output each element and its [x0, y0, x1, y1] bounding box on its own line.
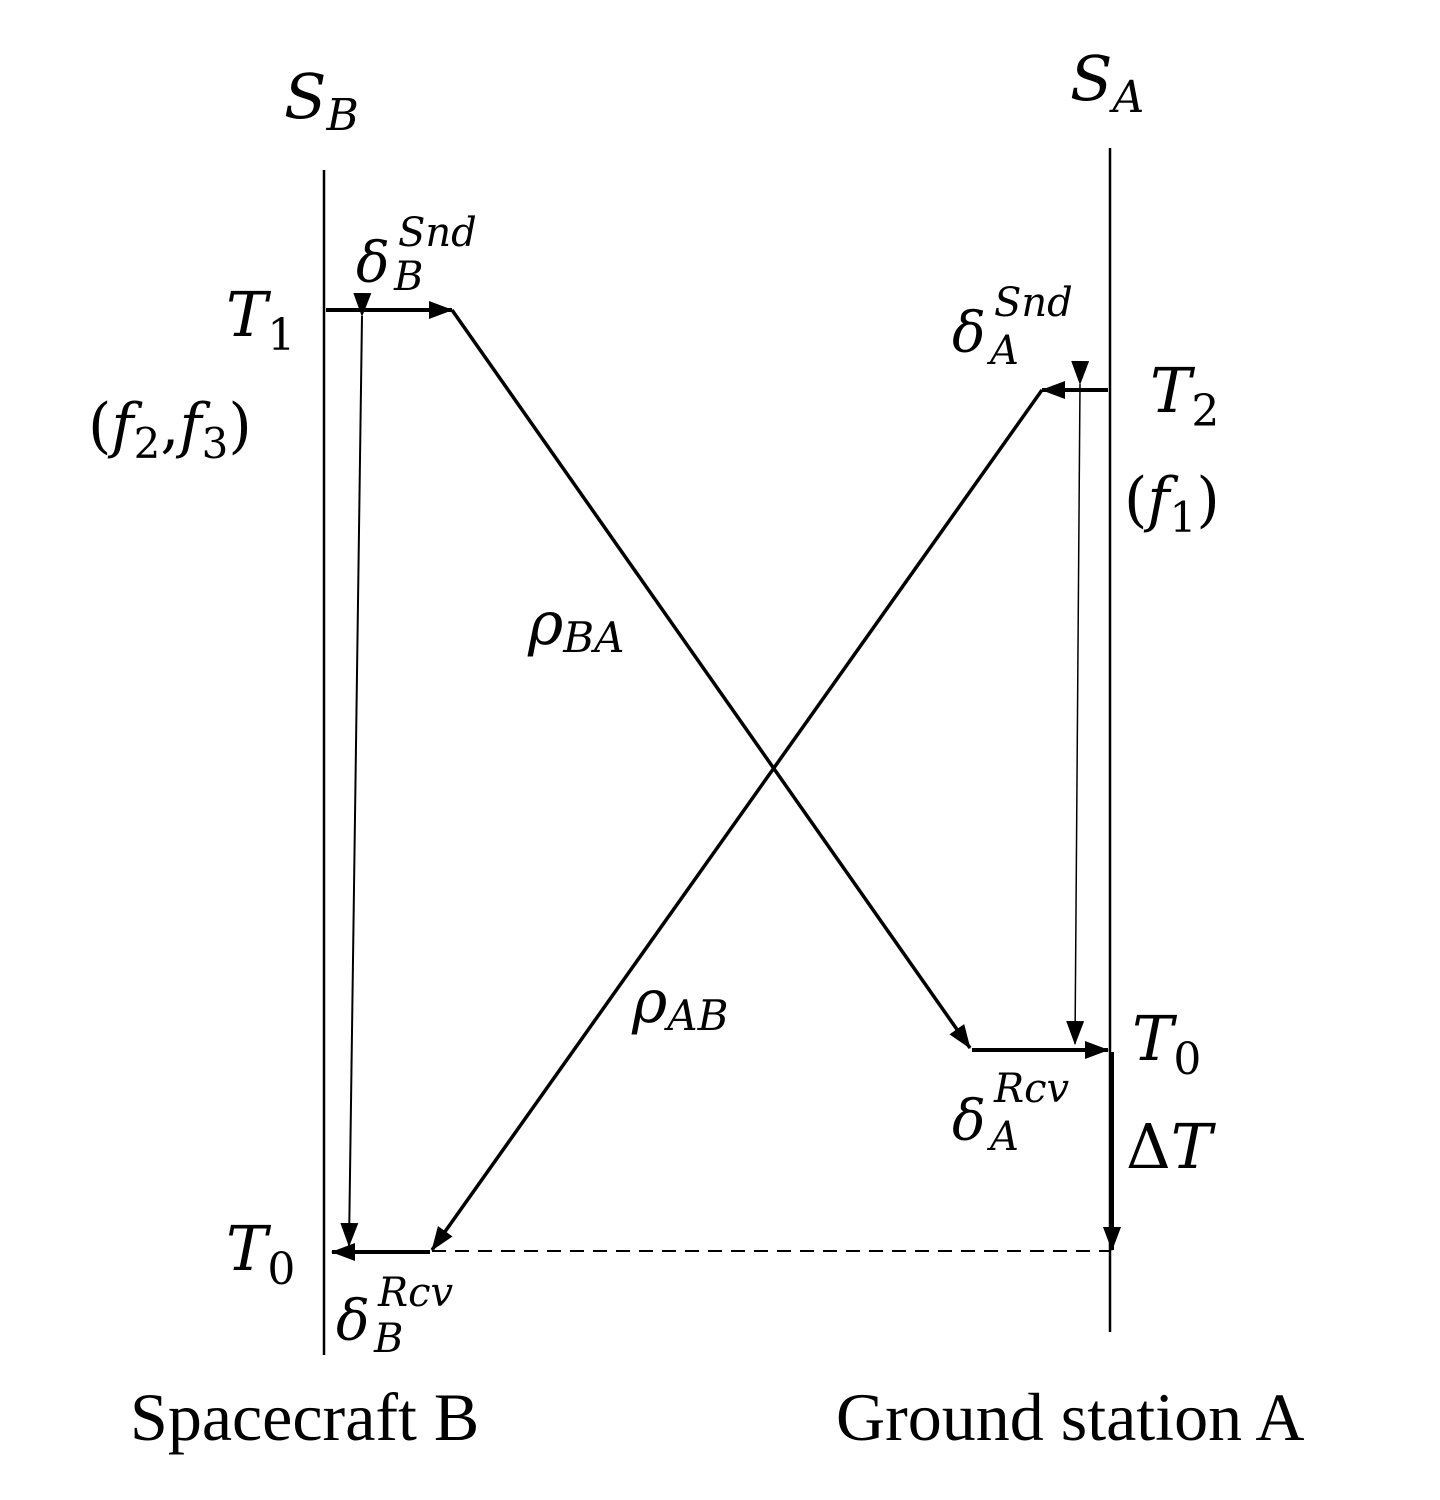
delta-a-rcv-subscript: A [986, 1114, 1019, 1160]
delta-a-snd-label: δ [952, 301, 986, 366]
rho-ba-label: ρBA [527, 589, 624, 662]
delta-b-rcv-superscript: Rcv [377, 1270, 454, 1316]
delta-b-snd-subscript: B [393, 254, 423, 300]
spacecraft-b-caption: Spacecraft B [130, 1379, 479, 1455]
b-frequencies-label: (f2,f3) [88, 391, 252, 468]
signal-a-to-b-arrow [430, 388, 1044, 1252]
delta-a-snd-subscript: A [986, 328, 1019, 374]
rho-ab-label: ρAB [631, 967, 728, 1040]
b-interval-arrow [340, 292, 372, 1247]
delta-a-snd-superscript: Snd [994, 280, 1073, 326]
a-frequency-label: (f1) [1124, 465, 1220, 542]
delta-b-snd-superscript: Snd [398, 210, 477, 256]
delta-a-rcv-superscript: Rcv [993, 1066, 1070, 1112]
b-t0-label: T0 [226, 1212, 295, 1295]
a-t0-label: T0 [1132, 1002, 1201, 1085]
t2-label: T2 [1150, 354, 1219, 437]
axis-label-s-b: SB [284, 60, 359, 141]
signal-b-to-a-arrow [450, 308, 972, 1050]
delta-b-snd-label: δ [356, 231, 390, 296]
t1-label: T1 [226, 278, 295, 361]
a-interval-arrow [1066, 360, 1090, 1045]
delta-b-rcv-label: δ [336, 1289, 370, 1354]
axis-label-s-a: SA [1070, 42, 1144, 123]
delta-t-label: ΔT [1126, 1110, 1217, 1183]
delta-a-rcv-label: δ [952, 1089, 986, 1154]
delta-b-rcv-subscript: B [373, 1316, 403, 1362]
ground-station-a-caption: Ground station A [836, 1379, 1304, 1455]
